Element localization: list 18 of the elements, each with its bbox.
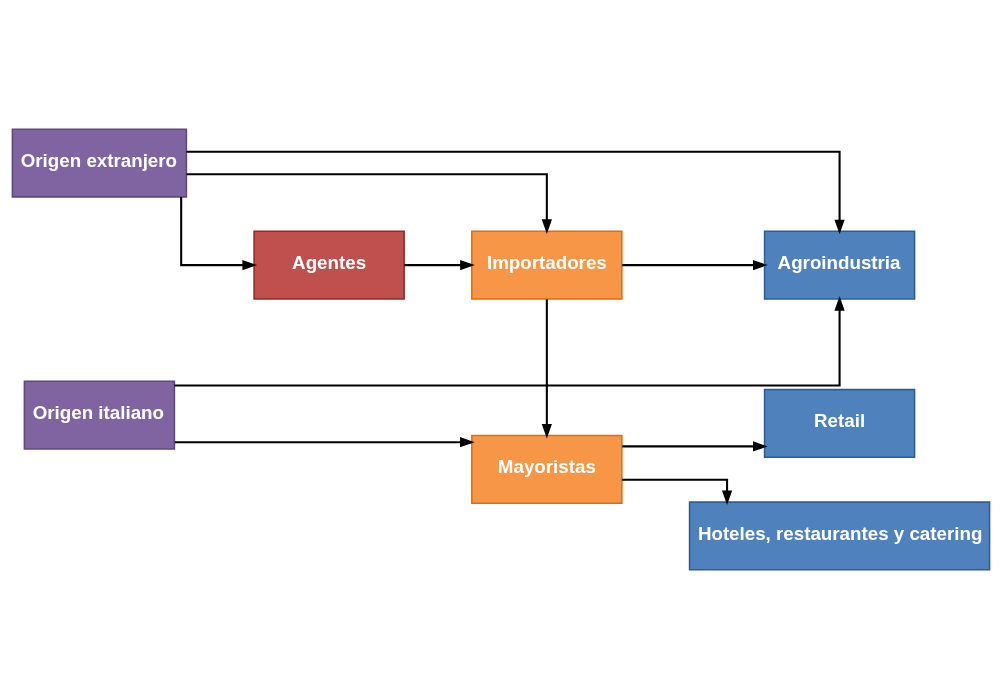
node-box: Origen italiano (23, 380, 176, 450)
node-box: Agroindustria (763, 230, 916, 300)
node-box: Importadores (471, 230, 623, 300)
arrow (186, 150, 845, 235)
arrow (622, 260, 768, 271)
arrow (541, 299, 552, 439)
arrow (404, 260, 475, 271)
node-box: Agentes (253, 230, 405, 300)
arrow (174, 296, 845, 387)
arrow (174, 437, 475, 448)
node-box: Mayoristas (471, 434, 623, 504)
node-box: Hoteles, restaurantes y catering (688, 501, 991, 571)
node-box: Retail (763, 388, 916, 459)
arrow (180, 197, 257, 271)
arrow (621, 478, 733, 506)
arrow (622, 441, 768, 452)
arrow (186, 173, 552, 234)
node-box: Origen extranjero (11, 128, 188, 198)
